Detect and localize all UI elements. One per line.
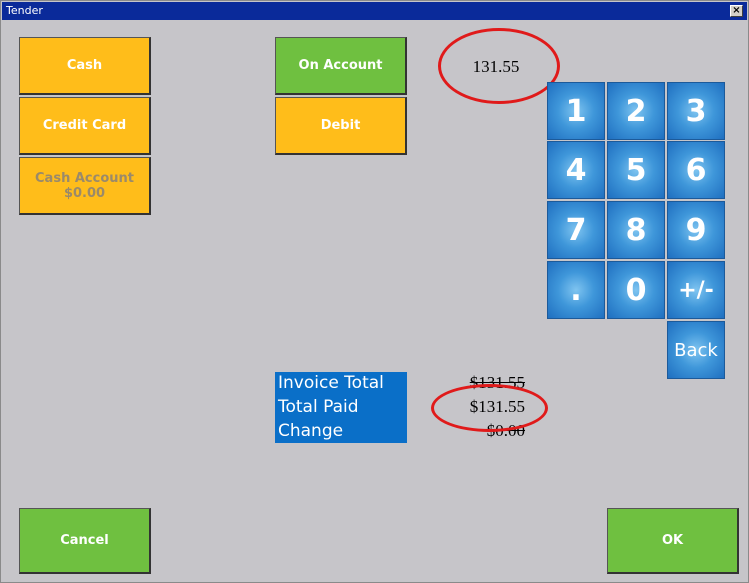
cash-button[interactable]: Cash bbox=[19, 37, 151, 95]
keypad-4-button[interactable]: 4 bbox=[547, 141, 605, 199]
on-account-button-label: On Account bbox=[298, 58, 383, 73]
debit-button-label: Debit bbox=[320, 118, 361, 133]
change-label: Change bbox=[278, 421, 344, 441]
ok-button-label: OK bbox=[661, 533, 684, 548]
credit-card-button[interactable]: Credit Card bbox=[19, 97, 151, 155]
keypad-back-button[interactable]: Back bbox=[667, 321, 725, 379]
keypad-3-button[interactable]: 3 bbox=[667, 82, 725, 140]
summary-labels-panel: Invoice Total Total Paid Change bbox=[275, 372, 407, 443]
close-icon[interactable]: × bbox=[730, 5, 743, 17]
invoice-total-label: Invoice Total bbox=[278, 373, 384, 393]
cash-button-label: Cash bbox=[66, 58, 103, 73]
keypad-1-button[interactable]: 1 bbox=[547, 82, 605, 140]
credit-card-button-label: Credit Card bbox=[42, 118, 127, 133]
keypad-6-button[interactable]: 6 bbox=[667, 141, 725, 199]
keypad-7-button[interactable]: 7 bbox=[547, 201, 605, 259]
keypad-decimal-button[interactable]: . bbox=[547, 261, 605, 319]
cancel-button-label: Cancel bbox=[60, 533, 109, 548]
keypad-2-button[interactable]: 2 bbox=[607, 82, 665, 140]
debit-button[interactable]: Debit bbox=[275, 97, 407, 155]
cash-account-button[interactable]: Cash Account $0.00 bbox=[19, 157, 151, 215]
cash-account-label: Cash Account bbox=[35, 170, 134, 186]
keypad-5-button[interactable]: 5 bbox=[607, 141, 665, 199]
annotation-circle-amount bbox=[438, 28, 560, 104]
window-title: Tender bbox=[6, 4, 43, 17]
ok-button[interactable]: OK bbox=[607, 508, 739, 574]
keypad-0-button[interactable]: 0 bbox=[607, 261, 665, 319]
annotation-circle-total-paid bbox=[431, 384, 548, 432]
keypad-plus-minus-button[interactable]: +/- bbox=[667, 261, 725, 319]
keypad-8-button[interactable]: 8 bbox=[607, 201, 665, 259]
total-paid-label: Total Paid bbox=[278, 397, 359, 417]
cancel-button[interactable]: Cancel bbox=[19, 508, 151, 574]
title-bar: Tender × bbox=[2, 2, 747, 20]
cash-account-balance: $0.00 bbox=[63, 185, 106, 201]
keypad-9-button[interactable]: 9 bbox=[667, 201, 725, 259]
on-account-button[interactable]: On Account bbox=[275, 37, 407, 95]
